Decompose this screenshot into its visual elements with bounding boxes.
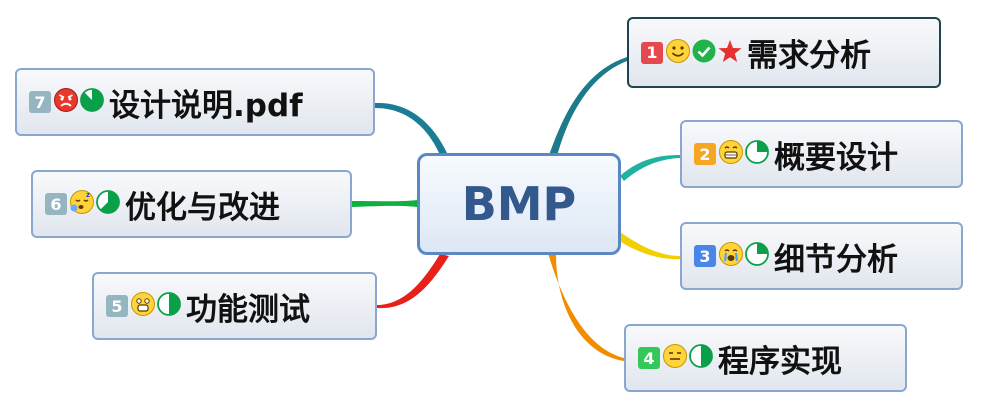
branch-2 bbox=[620, 155, 680, 181]
svg-text:z: z bbox=[86, 191, 90, 199]
topic-2[interactable]: 2 概要设计 bbox=[680, 120, 963, 188]
check-icon bbox=[691, 38, 717, 68]
sleepy-icon: z bbox=[69, 189, 95, 219]
progress-icon bbox=[688, 343, 714, 373]
topic-4[interactable]: 4 程序实现 bbox=[624, 324, 907, 392]
crying-icon bbox=[718, 241, 744, 271]
branch-5 bbox=[377, 254, 449, 309]
central-topic[interactable]: BMP bbox=[417, 153, 621, 255]
topic-7[interactable]: 7 设计说明.pdf bbox=[15, 68, 375, 136]
topic-label: 设计说明.pdf bbox=[109, 87, 303, 124]
neutral-face-icon bbox=[662, 343, 688, 373]
progress-icon bbox=[744, 241, 770, 271]
topic-label: 细节分析 bbox=[774, 241, 898, 278]
priority-badge: 5 bbox=[106, 295, 128, 317]
progress-icon bbox=[95, 189, 121, 219]
topic-label: 需求分析 bbox=[747, 38, 871, 74]
branch-1 bbox=[548, 57, 627, 160]
angry-icon bbox=[53, 87, 79, 117]
branch-4 bbox=[548, 253, 624, 361]
priority-badge: 3 bbox=[694, 245, 716, 267]
topic-label: 优化与改进 bbox=[125, 189, 280, 226]
shocked-icon bbox=[130, 291, 156, 321]
topic-label: 功能测试 bbox=[186, 291, 310, 328]
priority-badge: 2 bbox=[694, 143, 716, 165]
branch-6 bbox=[352, 200, 417, 207]
priority-badge: 4 bbox=[638, 347, 660, 369]
priority-badge: 6 bbox=[45, 193, 67, 215]
branch-3 bbox=[618, 232, 680, 260]
priority-badge: 1 bbox=[641, 41, 663, 64]
branch-7 bbox=[375, 102, 447, 155]
topic-label: 概要设计 bbox=[774, 139, 898, 176]
star-icon bbox=[717, 38, 743, 68]
progress-icon bbox=[744, 139, 770, 169]
progress-icon bbox=[79, 87, 105, 117]
grin-icon bbox=[718, 139, 744, 169]
topic-1[interactable]: 1 需求分析 bbox=[627, 17, 941, 88]
progress-icon bbox=[156, 291, 182, 321]
smiley-icon bbox=[665, 38, 691, 68]
priority-badge: 7 bbox=[29, 91, 51, 113]
topic-6[interactable]: 6 z 优化与改进 bbox=[31, 170, 352, 238]
topic-3[interactable]: 3 细节分析 bbox=[680, 222, 963, 290]
topic-5[interactable]: 5 功能测试 bbox=[92, 272, 377, 340]
topic-label: 程序实现 bbox=[718, 343, 842, 380]
